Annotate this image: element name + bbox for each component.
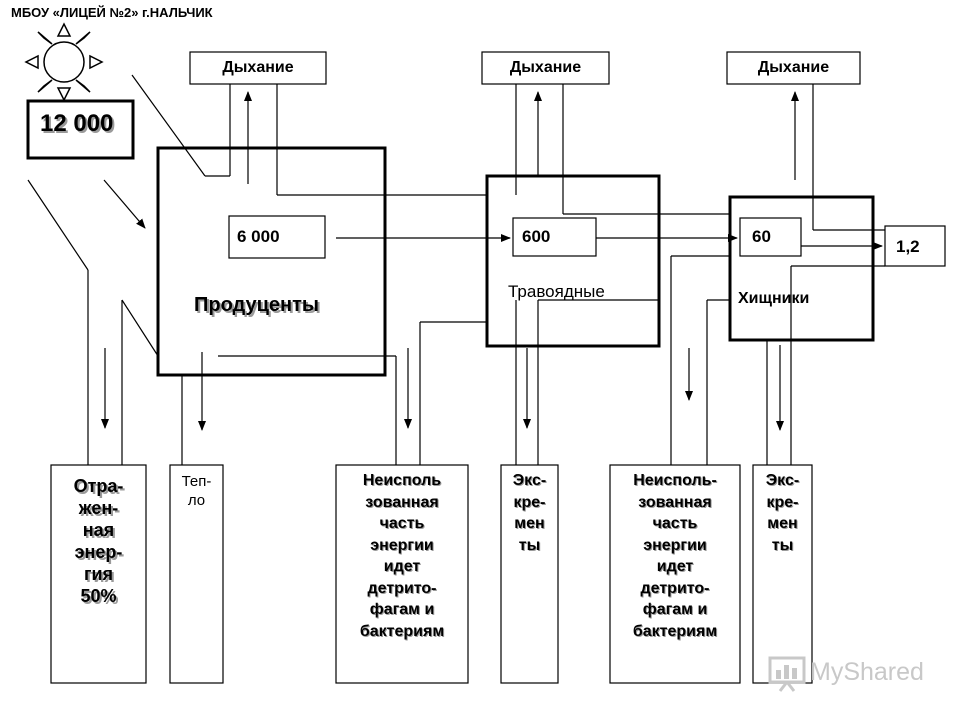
reflected-energy-box bbox=[50, 464, 147, 684]
text-line: Экс- bbox=[765, 472, 800, 489]
flow-lines bbox=[27, 74, 885, 465]
text-line: жен- bbox=[78, 498, 119, 518]
unused-energy-box-1 bbox=[335, 464, 469, 684]
text-line: энергии bbox=[643, 536, 707, 554]
top-energy-box bbox=[884, 225, 946, 267]
text-line: ная bbox=[82, 520, 115, 540]
text-line: ты bbox=[518, 536, 541, 554]
heat-box bbox=[169, 464, 224, 684]
producers-box bbox=[156, 146, 387, 377]
respiration-box-producers bbox=[189, 51, 327, 85]
herbivores-energy-value: 600 bbox=[522, 227, 551, 246]
sun-energy-box bbox=[26, 99, 135, 160]
text-line: энергии bbox=[370, 536, 434, 554]
respiration-box-herbivores bbox=[481, 51, 610, 85]
text-line: кре- bbox=[513, 493, 546, 511]
school-title: МБОУ «ЛИЦЕЙ №2» г.НАЛЬЧИК bbox=[11, 5, 213, 20]
text-line: часть bbox=[652, 515, 698, 532]
text-line: Неисполь bbox=[362, 472, 442, 489]
herbivores-label: Травоядные bbox=[508, 282, 605, 301]
unused-energy-box-2 bbox=[609, 464, 741, 684]
herbivores-box bbox=[485, 174, 661, 348]
text-line: идет bbox=[383, 558, 421, 575]
producers-label: Продуценты bbox=[194, 294, 319, 316]
heat-text: Теп-ло bbox=[170, 472, 223, 510]
text-line: бактериям bbox=[359, 622, 445, 640]
text-line: ло bbox=[187, 492, 206, 509]
unused-energy-text-1: Неисполь зованная часть энергии идет детрито-… bbox=[336, 470, 468, 642]
text-line: детрито- bbox=[640, 579, 710, 597]
text-line: зованная bbox=[638, 493, 712, 511]
unused-energy-text-2: Неисполь-зованная часть энергии идет детрито… bbox=[610, 470, 740, 642]
text-line: Неисполь- bbox=[633, 472, 717, 489]
text-line: Экс- bbox=[512, 472, 547, 489]
presentation-icon bbox=[768, 656, 806, 692]
producers-energy-value: 6 000 bbox=[237, 227, 280, 246]
respiration-box-carnivores bbox=[726, 51, 861, 85]
text-line: фагам и bbox=[642, 601, 708, 618]
text-line: бактериям bbox=[632, 622, 718, 640]
text-line: 50% bbox=[80, 586, 117, 606]
producers-energy-box bbox=[228, 215, 326, 259]
text-line: мен bbox=[514, 515, 545, 532]
respiration-label-producers: Дыхание bbox=[222, 59, 294, 76]
carnivores-label: Хищники bbox=[738, 290, 810, 307]
excreta-box-2 bbox=[752, 464, 813, 684]
herbivores-energy-box bbox=[512, 217, 597, 257]
text-line: энер- bbox=[74, 542, 123, 562]
top-energy-value: 1,2 bbox=[896, 237, 920, 256]
myshared-watermark: MyShared bbox=[768, 654, 928, 692]
text-line: детрито- bbox=[367, 579, 437, 597]
respiration-label-herbivores: Дыхание bbox=[509, 59, 582, 76]
excreta-box-1 bbox=[500, 464, 559, 684]
text-line: идет bbox=[656, 558, 694, 575]
sun-energy-value: 12 000 bbox=[40, 110, 114, 137]
text-line: гия bbox=[83, 564, 114, 584]
text-line: фагам и bbox=[369, 601, 435, 618]
text-line: часть bbox=[379, 515, 425, 532]
sun-icon bbox=[24, 22, 104, 102]
excreta-text-2: Экс-кре-мен ты bbox=[753, 470, 812, 556]
text-line: ты bbox=[771, 536, 794, 554]
respiration-label-carnivores: Дыхание bbox=[757, 59, 830, 76]
text-line: Теп- bbox=[181, 473, 212, 490]
text-line: Отра- bbox=[73, 476, 124, 496]
carnivores-energy-value: 60 bbox=[752, 227, 771, 246]
watermark-text: MyShared bbox=[810, 658, 924, 686]
carnivores-energy-box bbox=[739, 217, 802, 257]
text-line: зованная bbox=[365, 493, 439, 511]
excreta-text-1: Экс-кре-мен ты bbox=[501, 470, 558, 556]
text-line: мен bbox=[767, 515, 798, 532]
text-line: кре- bbox=[766, 493, 799, 511]
